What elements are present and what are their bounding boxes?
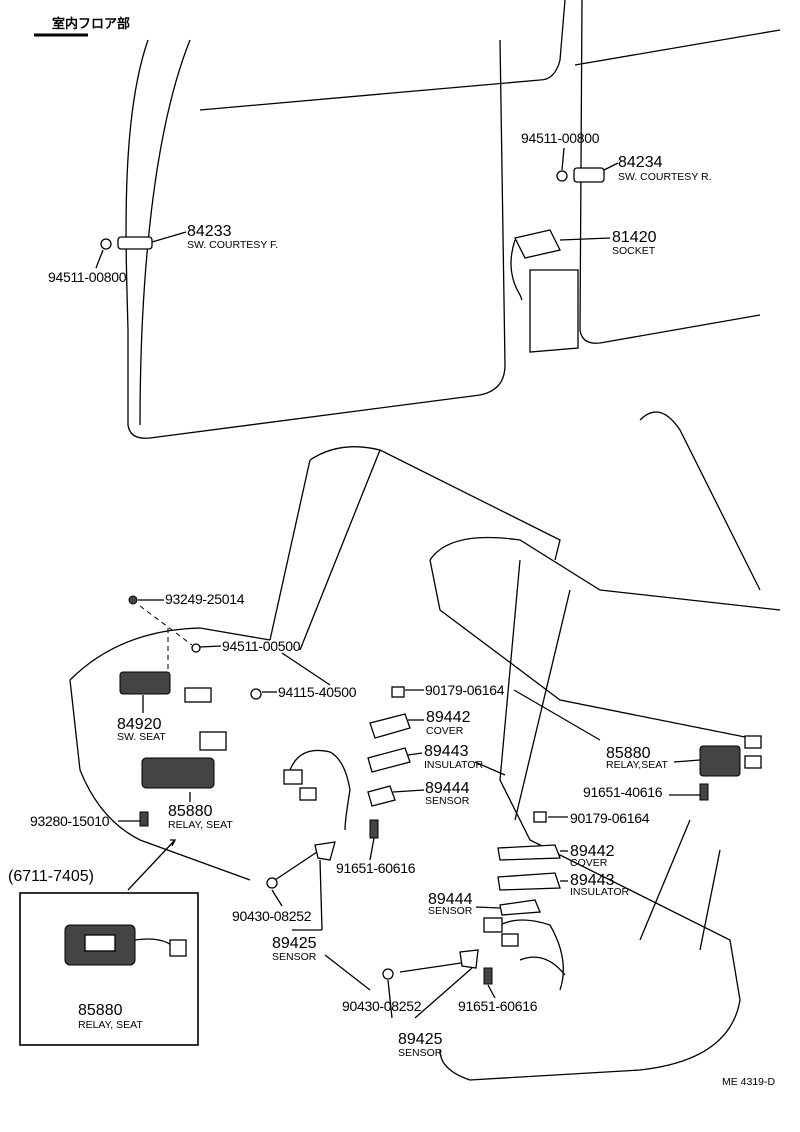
part-number: 89443	[570, 872, 615, 889]
part-name: RELAY, SEAT	[168, 819, 233, 831]
leader-lines	[95, 147, 701, 1019]
body-outline	[125, 0, 781, 439]
part-number: 81420	[612, 229, 657, 246]
part-number: 85880	[168, 803, 213, 820]
part-number: 90179-06164	[425, 682, 505, 698]
part-number: 89425	[272, 935, 317, 952]
seat-outline	[69, 411, 781, 1081]
variant-box	[19, 892, 199, 1046]
part-number: 94511-00500	[222, 638, 301, 654]
diagram-code: ME 4319-D	[722, 1076, 776, 1088]
part-number: 90430-08252	[232, 908, 312, 924]
part-number: 89443	[424, 743, 469, 760]
part-number: 84234	[618, 154, 663, 171]
part-number: 91651-60616	[336, 860, 416, 876]
part-number: 94511-00800	[521, 130, 600, 146]
part-name: SW. COURTESY F.	[187, 239, 278, 251]
part-name: SOCKET	[612, 245, 656, 257]
part-name: COVER	[570, 857, 608, 869]
part-number: 90430-08252	[342, 998, 422, 1014]
part-name: SENSOR	[272, 951, 317, 963]
part-number: 94511-00800	[48, 269, 127, 285]
part-number: 84233	[187, 223, 232, 240]
part-name: COVER	[426, 725, 464, 737]
part-shapes	[19, 167, 762, 1046]
variant-label: (6711-7405)	[8, 868, 94, 885]
part-number: 89444	[425, 780, 470, 797]
part-name: RELAY,SEAT	[606, 759, 668, 771]
part-number: 89442	[570, 843, 615, 860]
part-number: 89425	[398, 1031, 443, 1048]
part-name: SW. COURTESY R.	[618, 171, 712, 183]
part-name: SW. SEAT	[117, 731, 166, 743]
section-title: 室内フロア部	[52, 16, 130, 32]
part-number: 89444	[428, 891, 473, 908]
part-number: 90179-06164	[570, 810, 650, 826]
part-name: SENSOR	[428, 905, 473, 917]
part-name: RELAY, SEAT	[78, 1019, 143, 1031]
part-name: INSULATOR	[424, 759, 484, 771]
part-number: 85880	[78, 1002, 123, 1019]
part-number: 93249-25014	[165, 591, 245, 607]
part-number: 94115-40500	[278, 684, 357, 700]
part-number: 89442	[426, 709, 471, 726]
part-number: 84920	[117, 716, 162, 733]
part-number: 91651-60616	[458, 998, 538, 1014]
part-number: 85880	[606, 745, 651, 762]
part-number: 93280-15010	[30, 813, 110, 829]
part-name: SENSOR	[398, 1047, 443, 1059]
part-number: 91651-40616	[583, 784, 663, 800]
part-name: INSULATOR	[570, 886, 630, 898]
part-labels: 94511-00800 84234 SW. COURTESY R. 84233 …	[8, 130, 776, 1088]
part-name: SENSOR	[425, 795, 470, 807]
